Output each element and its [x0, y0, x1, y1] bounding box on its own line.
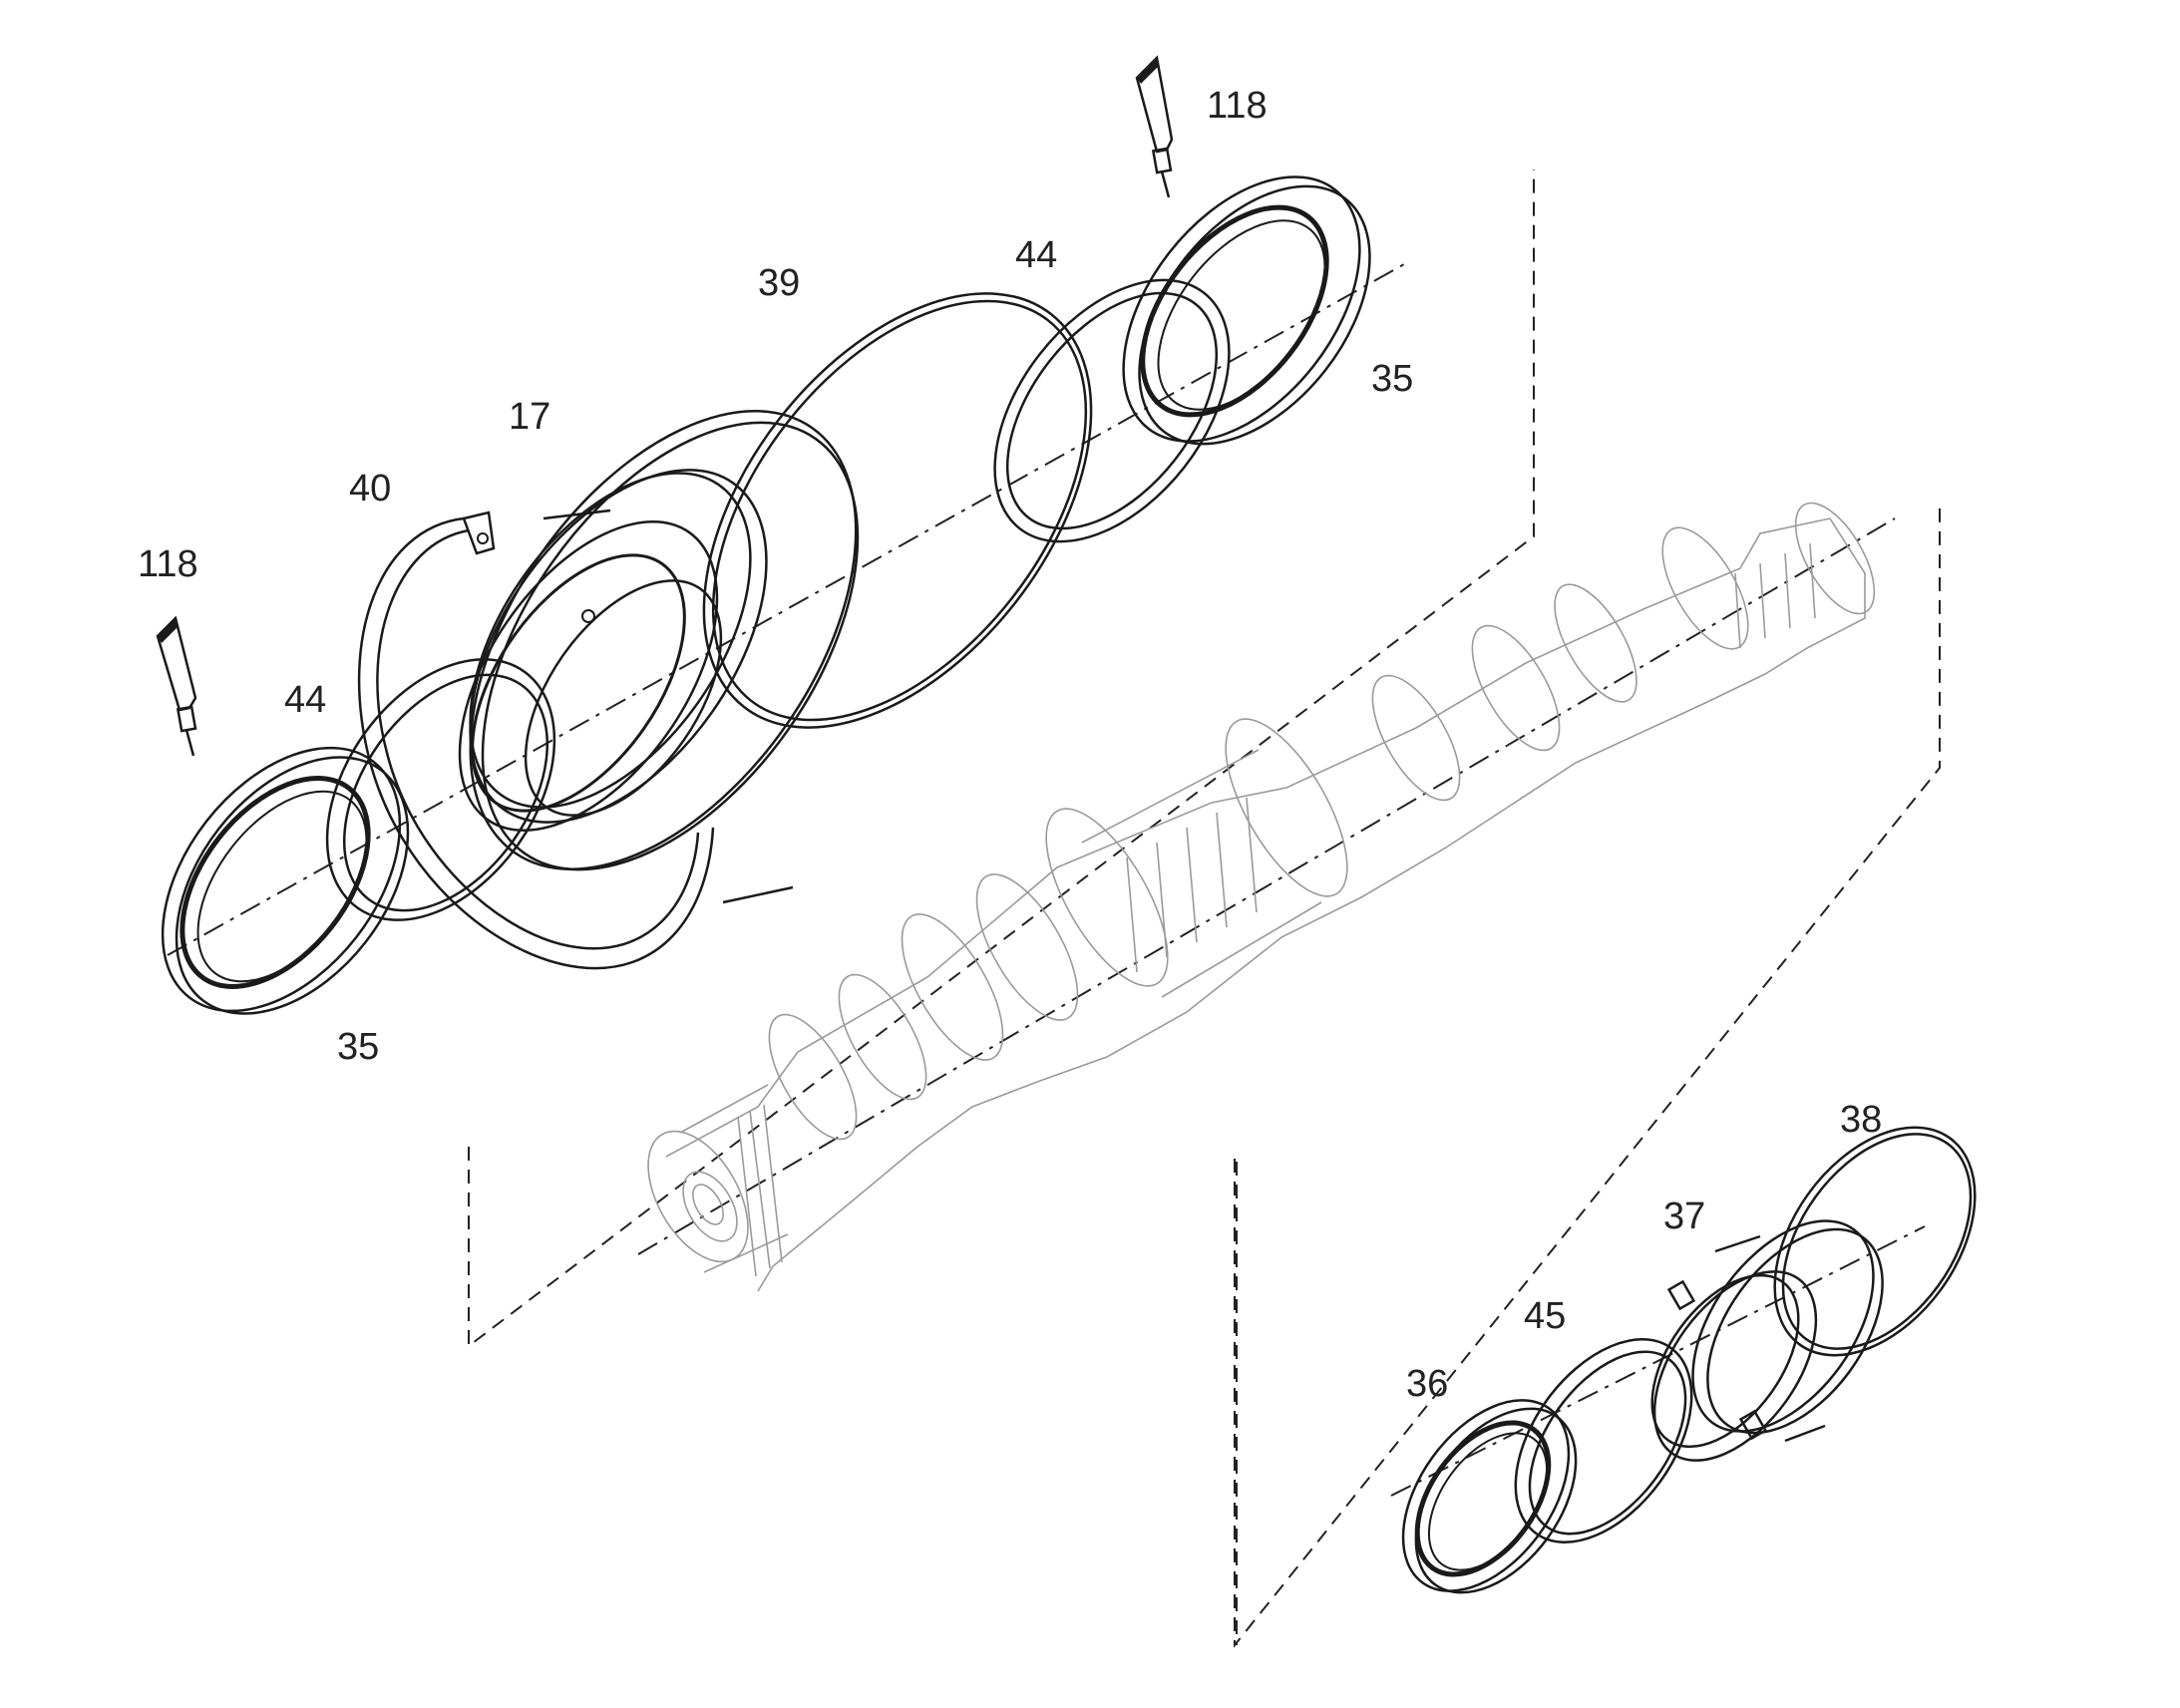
thin-washer [1514, 1338, 1693, 1543]
callout-37: 37 [1663, 1196, 1705, 1237]
upper-center-axis [167, 263, 1405, 956]
shaft-center-axis [637, 517, 1896, 1255]
callout-39: 39 [758, 262, 800, 304]
callout-44-top: 44 [1015, 234, 1057, 276]
callout-36: 36 [1406, 1363, 1448, 1405]
callout-38: 38 [1840, 1099, 1882, 1141]
bearing-sleeve [1650, 1219, 1884, 1462]
sealant-tube-left [156, 615, 197, 757]
piston-carrier [458, 410, 860, 904]
callout-118-left: 118 [138, 543, 198, 585]
seal-ring-lower [1401, 1399, 1578, 1594]
main-shaft [647, 502, 1876, 1292]
large-o-ring [702, 292, 1093, 729]
callout-17: 17 [509, 396, 550, 438]
callout-35-bottom: 35 [337, 1026, 379, 1068]
seal-ring-top [1122, 175, 1371, 446]
thin-ring-top [993, 278, 1231, 543]
sealant-tube-top [1135, 55, 1174, 198]
seal-ring-bottom [161, 746, 410, 1015]
snap-ring [357, 511, 715, 970]
shaft-boundary [1234, 504, 1941, 1648]
callout-35-top: 35 [1371, 358, 1413, 400]
o-ring-lower [1773, 1126, 1977, 1357]
lower-center-axis [1390, 1225, 1926, 1497]
thin-ring-left [325, 658, 556, 921]
upper-assembly-boundary [468, 170, 1535, 1349]
callout-118-top: 118 [1207, 85, 1268, 127]
callout-45: 45 [1524, 1295, 1566, 1337]
callout-40: 40 [349, 468, 391, 510]
callout-44-left: 44 [284, 679, 326, 721]
